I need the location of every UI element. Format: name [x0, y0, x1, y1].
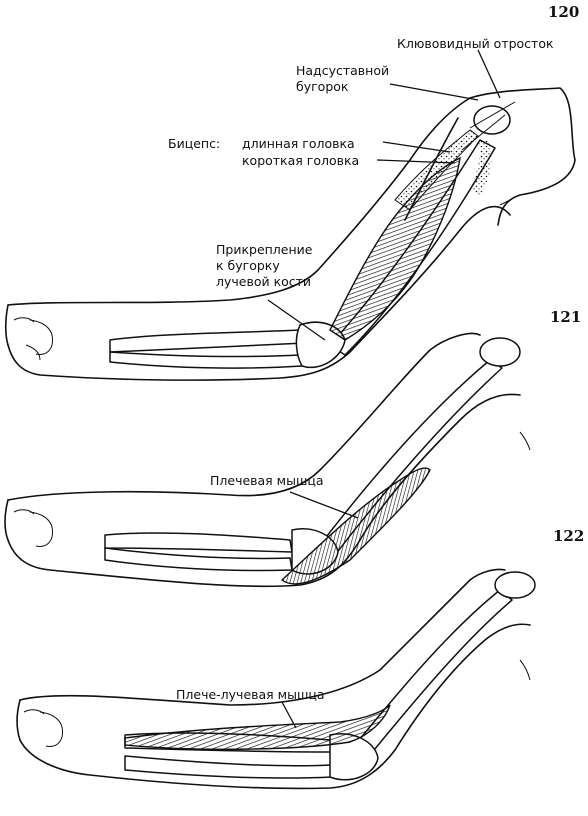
figure-number-122: 122	[553, 527, 584, 545]
leader-brachioradialis	[281, 701, 297, 729]
figure-121: 121 Плечевая мышца	[4, 308, 581, 588]
leader-supraglenoid	[389, 83, 479, 101]
label-insertion-2: к бугорку	[216, 258, 280, 273]
label-biceps: Бицепс:	[168, 136, 220, 151]
brachioradialis-muscle-122	[124, 704, 391, 750]
figure-number-120: 120	[548, 3, 579, 21]
leader-insertion	[267, 299, 326, 341]
leader-brachialis	[289, 491, 359, 519]
label-brachioradialis: Плече-лучевая мышца	[176, 687, 325, 702]
arm-outline-122	[16, 568, 531, 790]
leader-coracoid	[477, 49, 501, 99]
arm-outline-121	[4, 332, 531, 588]
label-short-head: короткая головка	[242, 153, 359, 168]
leader-long-head	[382, 141, 451, 153]
figure-120: 120	[4, 3, 579, 381]
biceps-muscle-120	[329, 101, 516, 341]
label-insertion-3: лучевой кости	[216, 274, 311, 289]
figure-number-121: 121	[550, 308, 581, 326]
label-coracoid-process: Клювовидный отросток	[397, 36, 554, 51]
label-supraglenoid-1: Надсуставной	[296, 63, 389, 78]
label-brachialis: Плечевая мышца	[210, 473, 324, 488]
brachialis-muscle-121	[280, 467, 431, 585]
label-supraglenoid-2: бугорок	[296, 79, 349, 94]
label-long-head: длинная головка	[242, 136, 355, 151]
leader-short-head	[376, 159, 456, 164]
figure-122: 122 Плече-лучевая мышца	[16, 527, 584, 790]
label-insertion-1: Прикрепление	[216, 242, 313, 257]
